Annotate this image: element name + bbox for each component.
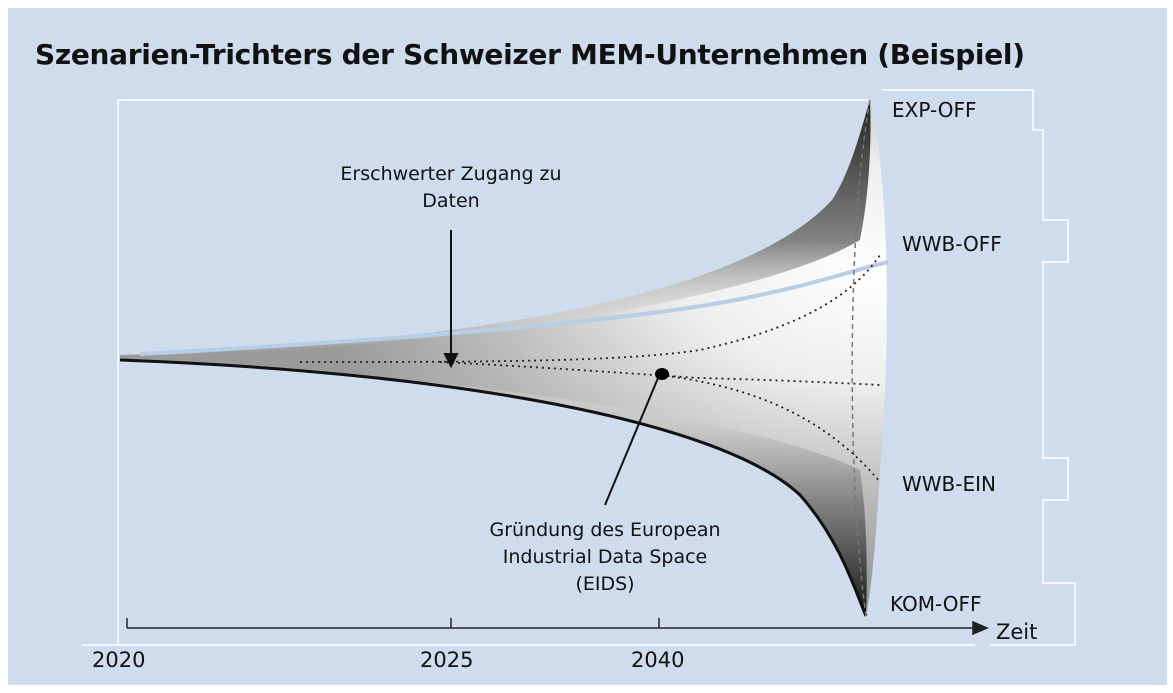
scenario-label-kom-off: KOM-OFF xyxy=(890,592,982,616)
frame-right xyxy=(882,89,1076,646)
scenario-funnel xyxy=(119,99,889,617)
annotation-erschwerter-zugang: Erschwerter Zugang zu Daten xyxy=(300,161,602,215)
annotation-erschwert-line1: Erschwerter Zugang zu xyxy=(340,163,562,185)
funnel-lower-edge xyxy=(119,358,868,617)
eids-event-marker xyxy=(655,368,669,380)
scenario-label-wwb-off: WWB-OFF xyxy=(902,232,1002,256)
funnel-upper-shading xyxy=(120,100,871,357)
time-axis-arrowhead xyxy=(972,620,989,636)
funnel-body xyxy=(120,100,887,616)
annotation-eids-line2: Industrial Data Space xyxy=(502,546,708,568)
frame-lines xyxy=(82,89,1076,646)
path-wwb-ein xyxy=(659,374,881,483)
arrow-eids-line xyxy=(604,377,659,506)
scenario-label-exp-off: EXP-OFF xyxy=(892,98,977,122)
frame-left-top xyxy=(117,99,868,605)
diagram-title: Szenarien-Trichters der Schweizer MEM-Un… xyxy=(35,38,1025,71)
time-axis xyxy=(126,618,989,636)
axis-tick-label-2025: 2025 xyxy=(420,648,474,672)
annotation-eids-line3: (EIDS) xyxy=(575,573,635,595)
axis-tick-label-2020: 2020 xyxy=(92,648,146,672)
scenario-label-wwb-ein: WWB-EIN xyxy=(902,472,996,496)
axis-tick-label-2040: 2040 xyxy=(631,648,685,672)
path-center xyxy=(439,361,881,386)
annotation-erschwert-line2: Daten xyxy=(422,190,480,212)
funnel-highlight xyxy=(139,260,889,356)
scenario-paths xyxy=(299,254,881,483)
arrow-erschwert-head xyxy=(443,353,459,369)
funnel-lower-shading xyxy=(120,358,867,616)
annotation-eids-line1: Gründung des European xyxy=(489,519,721,541)
time-axis-label: Zeit xyxy=(996,620,1038,644)
annotation-arrows xyxy=(443,230,659,506)
annotation-eids: Gründung des European Industrial Data Sp… xyxy=(455,517,755,598)
funnel-mouth-dashed xyxy=(851,99,871,617)
